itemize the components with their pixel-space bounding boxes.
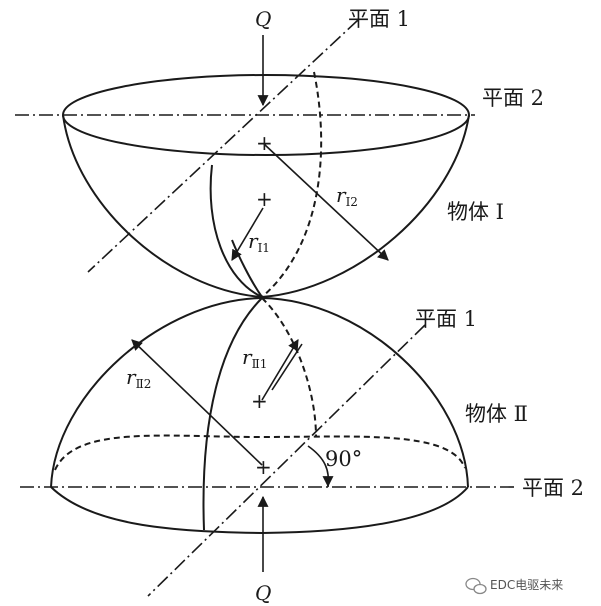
plane1-top-label: 平面 1: [348, 7, 410, 31]
r-i1-arrow: [231, 207, 264, 261]
r-ii1-arrow: [261, 339, 299, 401]
center-plus-body1-a: +: [256, 131, 273, 155]
body2-label: 物体 Ⅱ: [465, 402, 528, 426]
r-ii2-arrow: [131, 339, 263, 466]
body2-front-ellipse: [50, 486, 469, 535]
body1-meridian-inner: [231, 239, 263, 298]
body1-dashed-meridian: [261, 71, 323, 298]
body1-label: 物体 Ⅰ: [447, 200, 504, 224]
r-ii1-arrow-2: [271, 343, 303, 391]
body2-dashed-meridian: [261, 297, 317, 438]
r-ii1-label: rⅡ1: [242, 345, 267, 371]
force-bottom-label: Q: [255, 581, 271, 605]
plane1-bottom-axis: [147, 324, 426, 597]
r-i2-arrow: [263, 143, 389, 261]
plane1-top-axis: [87, 19, 359, 273]
plane2-top-label: 平面 2: [482, 86, 544, 110]
body2-front-meridian: [202, 297, 263, 531]
angle-label: 90°: [325, 447, 362, 471]
watermark-text: EDC电驱未来: [490, 578, 563, 592]
force-top-label: Q: [255, 7, 271, 31]
r-i2-label: rI2: [336, 183, 358, 209]
center-plus-body1-b: +: [256, 187, 273, 211]
center-plus-body2-b: +: [255, 455, 272, 479]
plane1-bottom-label: 平面 1: [415, 307, 477, 331]
center-plus-body2-a: +: [251, 389, 268, 413]
body1-front-meridian: [209, 164, 263, 298]
wechat-icon: [465, 577, 487, 595]
r-ii2-label: rⅡ2: [126, 365, 151, 391]
plane2-bottom-label: 平面 2: [522, 476, 584, 500]
r-i1-label: rI1: [248, 229, 270, 255]
